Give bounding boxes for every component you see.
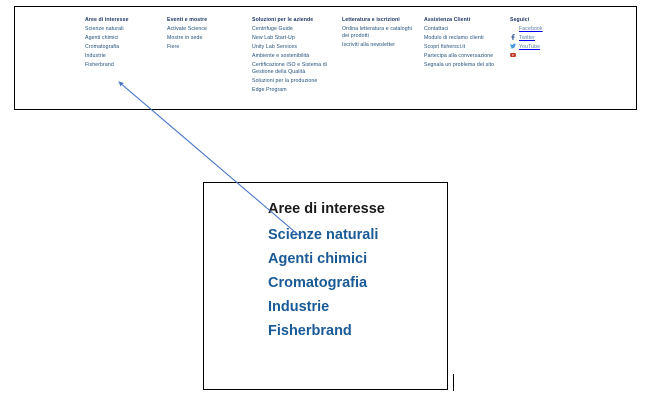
- menu-link-ordina-letteratura[interactable]: Ordina letteratura e cataloghi dei prodo…: [342, 26, 413, 40]
- callout-link-cromatografia[interactable]: Cromatografia: [268, 275, 368, 291]
- menu-link-iscriviti-newsletter[interactable]: Iscriviti alla newsletter: [342, 42, 396, 49]
- callout-link-scienze-naturali[interactable]: Scienze naturali: [268, 227, 379, 243]
- callout-link-fisherbrand[interactable]: Fisherbrand: [268, 323, 352, 339]
- social-link-youtube[interactable]: YouTube: [510, 44, 578, 58]
- column-heading: Aree di interesse: [85, 17, 129, 23]
- column-heading: Seguici: [510, 17, 530, 23]
- twitter-icon: [510, 36, 516, 49]
- menu-link-unity-lab-services[interactable]: Unity Lab Services: [252, 44, 298, 50]
- social-label-facebook: Facebook: [519, 26, 543, 32]
- callout-zoom-box: Aree di interesse Scienze naturali Agent…: [203, 182, 448, 390]
- social-label-youtube: YouTube: [519, 44, 541, 51]
- callout-content: Aree di interesse Scienze naturali Agent…: [268, 197, 443, 343]
- menu-link-ambiente-e-sostenibilita[interactable]: Ambiente e sostenibilità: [252, 53, 310, 59]
- menu-link-centrifuge-guide[interactable]: Centrifuge Guide: [252, 26, 293, 32]
- menu-link-contattaci[interactable]: Contattaci: [424, 26, 449, 32]
- menu-link-segnala-problema-sito[interactable]: Segnala un problema del sito: [424, 62, 495, 68]
- menu-link-edge-program[interactable]: Edge Program: [252, 87, 287, 94]
- column-heading: Soluzioni per le aziende: [252, 17, 314, 23]
- callout-link-industrie[interactable]: Industrie: [268, 299, 330, 315]
- menu-column-letteratura-e-iscrizioni: Letteratura e iscrizioni Ordina letterat…: [342, 16, 424, 51]
- facebook-icon: [510, 27, 516, 40]
- menu-link-modulo-reclamo-clienti[interactable]: Modulo di reclamo clienti: [424, 35, 484, 41]
- menu-column-aree-di-interesse: Aree di interesse Scienze naturali Agent…: [85, 16, 167, 71]
- menu-link-scopri-fishersci[interactable]: Scopri fishersci.it: [424, 44, 466, 50]
- menu-link-cromatografia[interactable]: Cromatografia: [85, 44, 120, 50]
- footer-menu-columns: Aree di interesse Scienze naturali Agent…: [85, 16, 630, 96]
- social-label-twitter: Twitter: [519, 35, 536, 42]
- column-heading: Letteratura e iscrizioni: [342, 17, 400, 23]
- social-link-facebook[interactable]: Facebook: [510, 26, 578, 40]
- menu-link-soluzioni-per-la-produzione[interactable]: Soluzioni per la produzione: [252, 78, 318, 85]
- stray-tick-mark: [453, 374, 454, 391]
- menu-link-industrie[interactable]: Industrie: [85, 53, 106, 59]
- callout-heading: Aree di interesse: [268, 201, 385, 217]
- menu-link-mostre-in-sede[interactable]: Mostre in sede: [167, 35, 203, 41]
- menu-link-agenti-chimici[interactable]: Agenti chimici: [85, 35, 119, 41]
- menu-link-fisherbrand[interactable]: Fisherbrand: [85, 62, 114, 68]
- menu-column-soluzioni-per-le-aziende: Soluzioni per le aziende Centrifuge Guid…: [252, 16, 342, 96]
- menu-column-assistenza-clienti: Assistenza Clienti Contattaci Modulo di …: [424, 16, 510, 71]
- menu-column-eventi-e-mostre: Eventi e mostre Activate Science Mostre …: [167, 16, 252, 53]
- callout-link-agenti-chimici[interactable]: Agenti chimici: [268, 251, 368, 267]
- menu-link-partecipa-conversazione[interactable]: Partecipa alla conversazione: [424, 53, 494, 59]
- menu-link-new-lab-start-up[interactable]: New Lab Start-Up: [252, 35, 295, 41]
- column-heading: Eventi e mostre: [167, 17, 208, 23]
- column-heading: Assistenza Clienti: [424, 17, 471, 23]
- menu-link-activate-science[interactable]: Activate Science: [167, 26, 208, 32]
- menu-link-fiere[interactable]: Fiere: [167, 44, 180, 50]
- social-link-twitter[interactable]: Twitter: [510, 35, 578, 49]
- footer-menu-panel: Aree di interesse Scienze naturali Agent…: [14, 6, 637, 110]
- menu-column-seguici: Seguici Facebook Twitter: [510, 16, 584, 58]
- menu-link-scienze-naturali[interactable]: Scienze naturali: [85, 26, 124, 32]
- youtube-icon: [510, 45, 516, 58]
- menu-link-certificazione-iso[interactable]: Certificazione ISO e Sistema di Gestione…: [252, 62, 328, 76]
